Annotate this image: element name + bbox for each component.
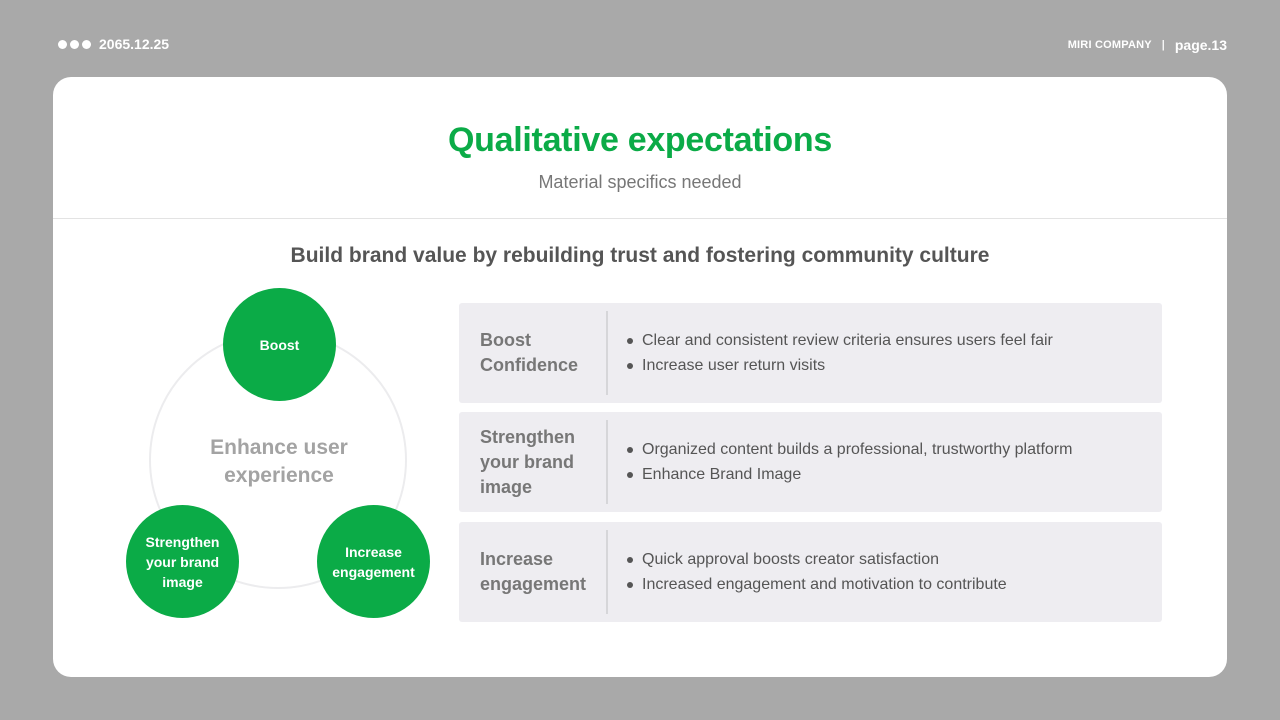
- benefit-bullets: Quick approval boosts creator satisfacti…: [627, 522, 1152, 622]
- company-name: MIRI COMPANY: [1067, 39, 1152, 51]
- header-meta: MIRI COMPANY | page.13: [1068, 37, 1227, 53]
- benefit-title-text: Strengthen your brand image: [480, 426, 576, 497]
- benefit-title-text: Increase engagement: [480, 549, 587, 594]
- bullet-dot-icon: [627, 446, 633, 453]
- benefit-row: Increase engagement Quick approval boost…: [459, 522, 1162, 622]
- bullet-text: Clear and consistent review criteria ens…: [642, 331, 1053, 349]
- row-divider: [606, 311, 608, 395]
- bullet-item: Clear and consistent review criteria ens…: [627, 331, 1152, 351]
- benefit-row: Boost Confidence Clear and consistent re…: [459, 303, 1162, 403]
- slide-title: Qualitative expectations: [448, 121, 832, 159]
- row-divider: [606, 530, 608, 614]
- benefit-title-text: Boost Confidence: [480, 330, 579, 375]
- bullet-item: Enhance Brand Image: [627, 465, 1152, 485]
- node-engagement: Increase engagement: [317, 505, 430, 618]
- benefit-bullets: Organized content builds a professional,…: [627, 412, 1152, 512]
- bullet-text: Increase user return visits: [642, 356, 826, 374]
- node-engagement-label: Increase engagement: [332, 543, 415, 580]
- bullet-text: Increased engagement and motivation to c…: [642, 575, 1007, 593]
- node-boost: Boost: [223, 288, 336, 401]
- page-number: page.13: [1174, 37, 1227, 53]
- benefit-bullets: Clear and consistent review criteria ens…: [627, 303, 1152, 403]
- section-heading: Build brand value by rebuilding trust an…: [290, 244, 990, 267]
- header-date-group: 2065.12.25: [58, 36, 169, 52]
- bullet-dot-icon: [627, 337, 633, 344]
- bullet-item: Organized content builds a professional,…: [627, 440, 1152, 460]
- bullet-text: Organized content builds a professional,…: [642, 440, 1073, 458]
- bullet-text: Quick approval boosts creator satisfacti…: [642, 550, 940, 568]
- node-brand: Strengthen your brand image: [126, 505, 239, 618]
- node-boost-label: Boost: [259, 336, 300, 353]
- row-divider: [606, 420, 608, 504]
- benefit-title: Strengthen your brand image: [480, 412, 605, 512]
- benefit-title: Increase engagement: [480, 522, 605, 622]
- bullet-dot-icon: [627, 362, 633, 369]
- title-divider: [53, 218, 1227, 219]
- benefit-row: Strengthen your brand image Organized co…: [459, 412, 1162, 512]
- bullet-dot-icon: [627, 471, 633, 478]
- bullet-text: Enhance Brand Image: [642, 465, 802, 483]
- header-date: 2065.12.25: [99, 36, 170, 52]
- header-separator: |: [1161, 39, 1165, 51]
- bullet-item: Increased engagement and motivation to c…: [627, 575, 1152, 595]
- slide-subtitle: Material specifics needed: [538, 172, 742, 192]
- bullet-item: Increase user return visits: [627, 356, 1152, 376]
- bullet-dot-icon: [627, 556, 633, 563]
- diagram-center-label: Enhance user experience: [210, 436, 348, 487]
- bullet-item: Quick approval boosts creator satisfacti…: [627, 550, 1152, 570]
- node-brand-label: Strengthen your brand image: [145, 533, 220, 590]
- benefit-title: Boost Confidence: [480, 303, 605, 403]
- bullet-dot-icon: [627, 581, 633, 588]
- dots-icon: [58, 39, 91, 49]
- slide-card: Qualitative expectations Material specif…: [53, 77, 1227, 677]
